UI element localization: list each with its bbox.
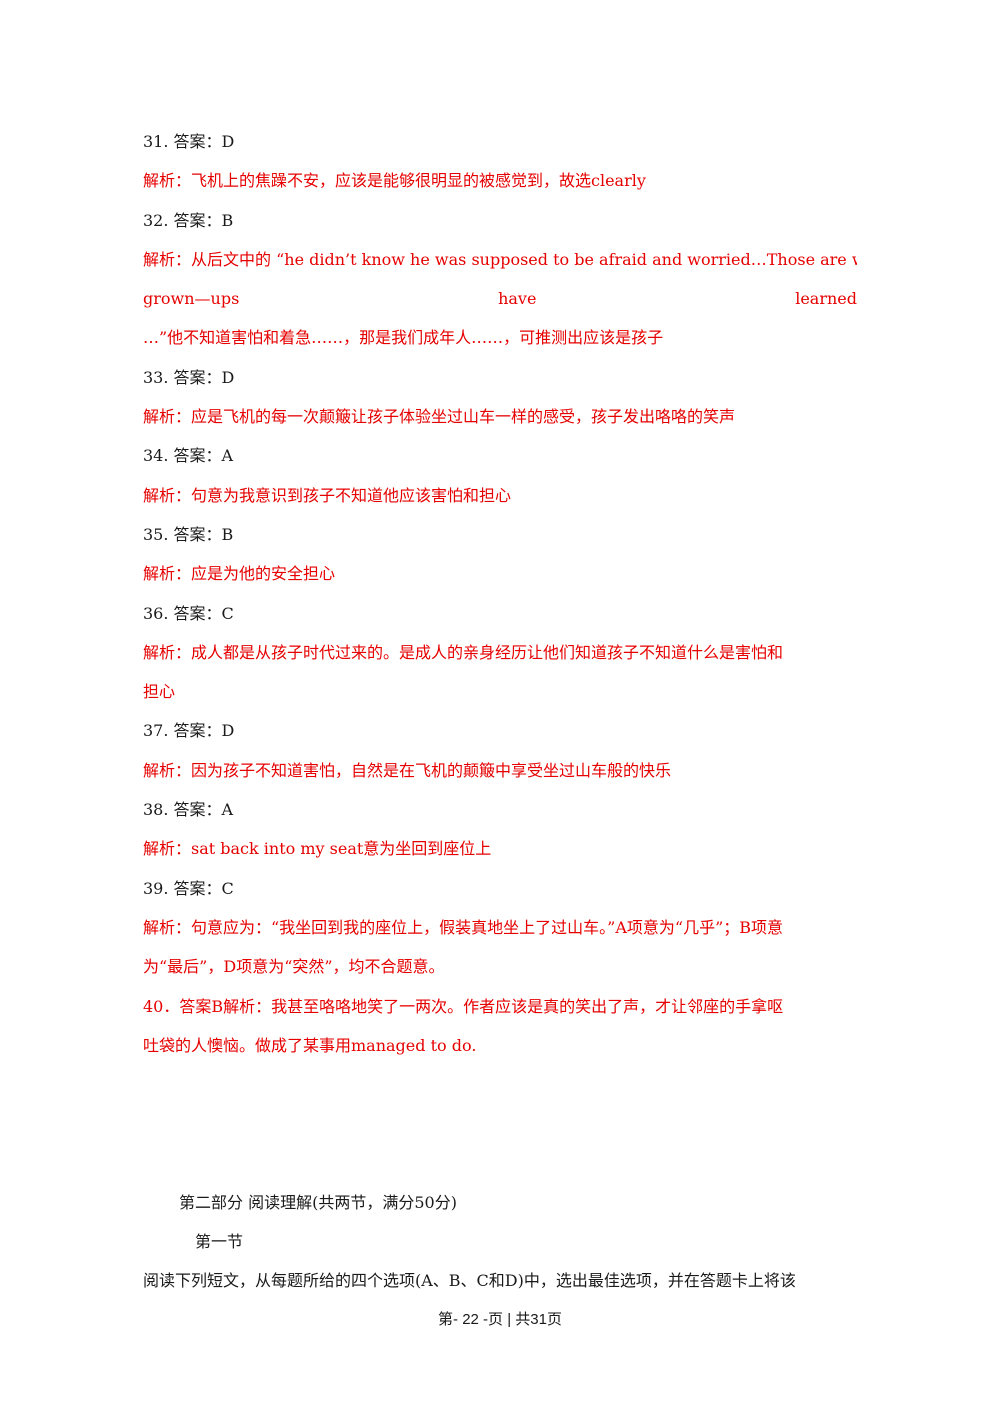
answer-39: 39. 答案：C [143, 878, 234, 898]
explanation-39-line1: 解析：句意应为：“我坐回到我的座位上，假装真地坐上了过山车。”A项意为“几乎”；… [143, 917, 784, 937]
section-title: 第二部分 阅读理解(共两节，满分50分) [179, 1193, 457, 1212]
explanation-33: 解析：应是飞机的每一次颠簸让孩子体验坐过山车一样的感受，孩子发出咯咯的笑声 [143, 407, 736, 427]
answer-31: 31. 答案：D [143, 132, 235, 151]
explanation-39-line2: 为“最后”，D项意为“突然”，均不合题意。 [143, 957, 445, 977]
answer-33: 33. 答案：D [143, 367, 235, 387]
answer-37: 37. 答案：D [143, 721, 235, 741]
explanation-31: 解析：飞机上的焦躁不安，应该是能够很明显的被感觉到，故选clearly [143, 171, 646, 191]
section-subtitle: 第一节 [195, 1232, 244, 1251]
explanation-35: 解析：应是为他的安全担心 [143, 564, 336, 584]
page-footer: 第- 22 -页 | 共31页 [438, 1311, 562, 1328]
answer-key: 31. 答案：D 解析：飞机上的焦躁不安，应该是能够很明显的被感觉到，故选cle… [143, 122, 857, 1065]
explanation-37: 解析：因为孩子不知道害怕，自然是在飞机的颠簸中享受坐过山车般的快乐 [143, 760, 672, 780]
explanation-32-word: grown—ups [143, 289, 240, 309]
explanation-38: 解析：sat back into my seat意为坐回到座位上 [143, 839, 492, 859]
explanation-36-line1: 解析：成人都是从孩子时代过来的。是成人的亲身经历让他们知道孩子不知道什么是害怕和 [143, 642, 784, 662]
reading-section: 第二部分 阅读理解(共两节，满分50分) 第一节 阅读下列短文，从每题所给的四个… [143, 1183, 857, 1300]
section-instructions: 阅读下列短文，从每题所给的四个选项(A、B、C和D)中，选出最佳选项，并在答题卡… [143, 1271, 796, 1290]
answer-36: 36. 答案：C [143, 603, 234, 623]
answer-32: 32. 答案：B [143, 210, 234, 230]
explanation-32-word: learned [795, 289, 857, 309]
answer-38: 38. 答案：A [143, 800, 234, 820]
explanation-32-line3: …”他不知道害怕和着急……，那是我们成年人……，可推测出应该是孩子 [143, 328, 664, 348]
answer-34: 34. 答案：A [143, 446, 234, 466]
answer-35: 35. 答案：B [143, 524, 234, 544]
answer-40-line2: 吐袋的人懊恼。做成了某事用managed to do. [143, 1035, 477, 1055]
explanation-32-line1: 解析：从后文中的 “he didn’t know he was supposed… [143, 249, 857, 269]
explanation-34: 解析：句意为我意识到孩子不知道他应该害怕和担心 [143, 485, 512, 505]
answer-40-line1: 40．答案B解析：我甚至咯咯地笑了一两次。作者应该是真的笑出了声，才让邻座的手拿… [143, 996, 784, 1016]
explanation-36-line2: 担心 [143, 682, 176, 702]
explanation-32-line2: grown—ups have learned [143, 279, 857, 318]
explanation-32-word: have [498, 289, 537, 309]
